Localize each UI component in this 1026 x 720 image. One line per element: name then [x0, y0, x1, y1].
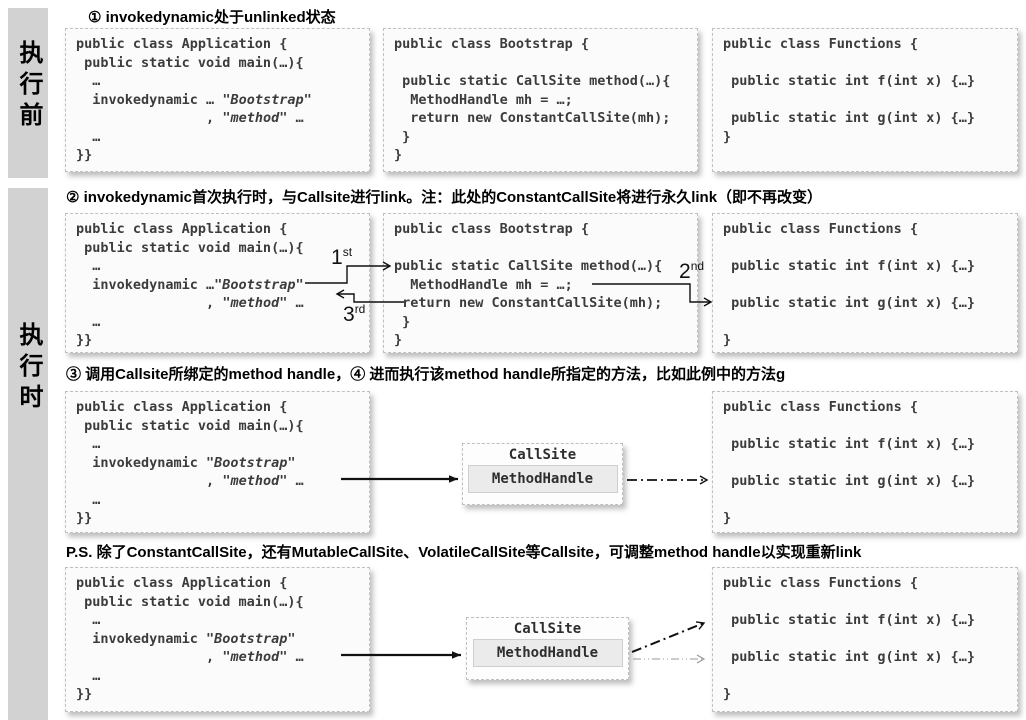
- phase-band-during-execution: [8, 188, 48, 720]
- code-text: public class Application { public static…: [76, 399, 304, 471]
- callsite-box-s3: CallSite MethodHandle: [462, 443, 623, 505]
- code-text: ,: [206, 649, 215, 665]
- code-box-application-s1: public class Application { public static…: [65, 28, 370, 172]
- string-literal-method: "method": [222, 473, 288, 489]
- string-literal-bootstrap: "Bootstrap": [206, 630, 296, 647]
- string-literal-bootstrap: "Bootstrap": [222, 91, 312, 108]
- callsite-title: CallSite: [513, 621, 582, 637]
- code-text: public class Application { public static…: [76, 221, 304, 293]
- code-text: … … }}: [76, 473, 304, 526]
- code-box-application-s4: public class Application { public static…: [65, 567, 370, 712]
- bootstrap-code: public class Bootstrap { public static C…: [394, 36, 671, 163]
- sequence-label-2nd: 2nd: [679, 259, 704, 284]
- methodhandle-slot: MethodHandle: [467, 465, 618, 493]
- string-literal-method: "method": [222, 110, 288, 126]
- seq-number: 3: [343, 303, 355, 326]
- code-text: public class Application { public static…: [76, 575, 304, 647]
- bootstrap-code: public class Bootstrap { public static C…: [394, 221, 663, 348]
- code-box-bootstrap-s1: public class Bootstrap { public static C…: [383, 28, 698, 172]
- phase-label-during-execution: 执行时: [15, 322, 42, 415]
- code-box-application-s2: public class Application { public static…: [65, 213, 370, 353]
- code-box-bootstrap-s2: public class Bootstrap { public static C…: [383, 213, 698, 353]
- section-3-title: ③ 调用Callsite所绑定的method handle，④ 进而执行该met…: [66, 366, 786, 383]
- callsite-title: CallSite: [508, 447, 577, 463]
- functions-code: public class Functions { public static i…: [723, 221, 975, 348]
- functions-code: public class Functions { public static i…: [723, 36, 975, 145]
- methodhandle-slot: MethodHandle: [472, 639, 623, 667]
- seq-ordinal-suffix: rd: [354, 302, 366, 316]
- functions-code: public class Functions { public static i…: [723, 575, 975, 702]
- string-literal-method: "method": [222, 649, 288, 665]
- application-code: public class Application { public static…: [66, 568, 369, 710]
- code-text: ,: [206, 295, 215, 311]
- code-box-functions-s3: public class Functions { public static i…: [712, 391, 1018, 533]
- seq-number: 2: [679, 260, 691, 283]
- sequence-label-3rd: 3rd: [343, 302, 365, 327]
- callsite-box-s4: CallSite MethodHandle: [466, 617, 629, 680]
- string-literal-bootstrap: "Bootstrap": [214, 276, 304, 293]
- code-box-functions-s2: public class Functions { public static i…: [712, 213, 1018, 353]
- section-1-title: ① invokedynamic处于unlinked状态: [88, 9, 336, 26]
- arrow-methodhandle-to-f-s4: [631, 621, 706, 653]
- code-text: public class Application { public static…: [76, 36, 304, 108]
- seq-ordinal-suffix: st: [342, 245, 353, 259]
- sequence-label-1st: 1st: [331, 245, 352, 270]
- code-text: ,: [206, 110, 215, 126]
- seq-ordinal-suffix: nd: [690, 259, 705, 273]
- section-2-title: ② invokedynamic首次执行时，与Callsite进行link。注：此…: [66, 189, 823, 206]
- code-box-functions-s4: public class Functions { public static i…: [712, 567, 1018, 712]
- string-literal-method: "method": [222, 295, 288, 311]
- code-text: … … }}: [76, 649, 304, 702]
- string-literal-bootstrap: "Bootstrap": [206, 454, 296, 471]
- functions-code: public class Functions { public static i…: [723, 399, 975, 526]
- code-text: … … }}: [76, 295, 304, 348]
- code-box-application-s3: public class Application { public static…: [65, 391, 370, 533]
- section-4-title: P.S. 除了ConstantCallSite，还有MutableCallSit…: [66, 544, 862, 561]
- code-text: … … }}: [76, 110, 304, 163]
- code-box-functions-s1: public class Functions { public static i…: [712, 28, 1018, 172]
- application-code: public class Application { public static…: [66, 214, 369, 356]
- phase-band-before-execution: [8, 8, 48, 178]
- phase-label-before-execution: 执行前: [15, 40, 42, 133]
- application-code: public class Application { public static…: [66, 392, 369, 534]
- seq-number: 1: [331, 246, 343, 269]
- code-text: ,: [206, 473, 215, 489]
- application-code: public class Application { public static…: [66, 29, 369, 171]
